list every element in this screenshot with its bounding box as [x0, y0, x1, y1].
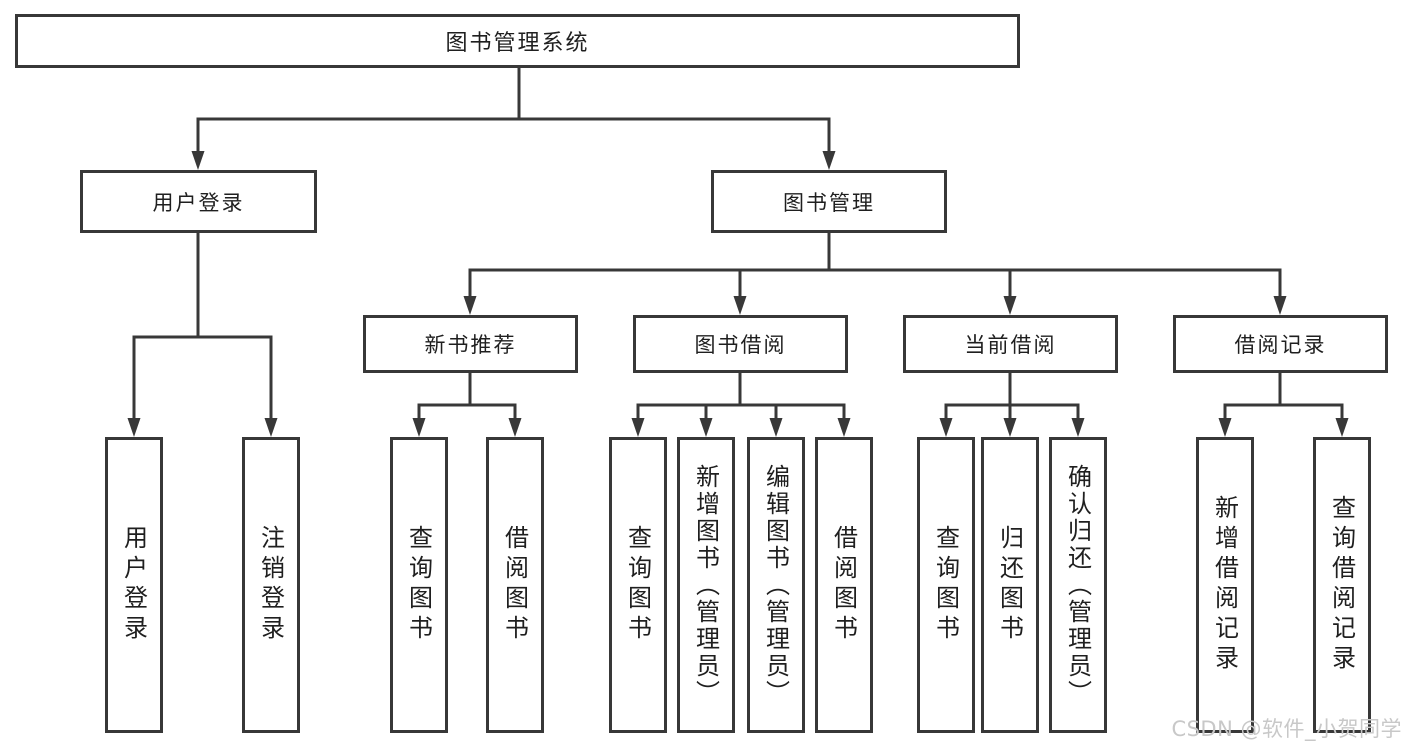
- arrow-down-icon: [769, 418, 783, 437]
- node-new-book-recommend: 新书推荐: [363, 315, 578, 373]
- arrow-down-icon: [1335, 418, 1349, 437]
- connector-user-login: [127, 233, 278, 437]
- node-leaf-edit-book-admin: 编辑图书（管理员）: [747, 437, 805, 733]
- arrow-down-icon: [412, 418, 426, 437]
- node-leaf-logout: 注销登录: [242, 437, 300, 733]
- arrow-down-icon: [837, 418, 851, 437]
- arrow-down-icon: [733, 296, 747, 315]
- node-leaf-query-borrow-record: 查询借阅记录: [1313, 437, 1371, 733]
- arrow-down-icon: [463, 296, 477, 315]
- arrow-down-icon: [264, 418, 278, 437]
- arrow-down-icon: [939, 418, 953, 437]
- arrow-down-icon: [1003, 418, 1017, 437]
- node-leaf-add-book-admin: 新增图书（管理员）: [677, 437, 735, 733]
- arrow-down-icon: [1273, 296, 1287, 315]
- arrow-down-icon: [1218, 418, 1232, 437]
- connector-root: [191, 68, 836, 170]
- csdn-watermark: CSDN @软件_小贺同学: [1171, 717, 1402, 741]
- node-leaf-query-books-2: 查询图书: [609, 437, 667, 733]
- arrow-down-icon: [1071, 418, 1085, 437]
- node-book-management-system: 图书管理系统: [15, 14, 1020, 68]
- node-leaf-borrow-books-1: 借阅图书: [486, 437, 544, 733]
- node-leaf-query-books-1: 查询图书: [390, 437, 448, 733]
- arrow-down-icon: [822, 151, 836, 170]
- node-leaf-query-books-3: 查询图书: [917, 437, 975, 733]
- node-book-borrow: 图书借阅: [633, 315, 848, 373]
- arrow-down-icon: [508, 418, 522, 437]
- arrow-down-icon: [191, 151, 205, 170]
- arrow-down-icon: [127, 418, 141, 437]
- connector-current-borrow: [939, 373, 1085, 437]
- arrow-down-icon: [699, 418, 713, 437]
- node-leaf-user-login: 用户登录: [105, 437, 163, 733]
- connector-new-book-recommend: [412, 373, 522, 437]
- node-user-login: 用户登录: [80, 170, 317, 233]
- connector-book-management: [463, 233, 1287, 315]
- connector-book-borrow: [631, 373, 851, 437]
- node-leaf-borrow-books-2: 借阅图书: [815, 437, 873, 733]
- node-book-management: 图书管理: [711, 170, 947, 233]
- node-leaf-add-borrow-record: 新增借阅记录: [1196, 437, 1254, 733]
- node-leaf-return-book: 归还图书: [981, 437, 1039, 733]
- node-current-borrow: 当前借阅: [903, 315, 1118, 373]
- node-leaf-confirm-return-admin: 确认归还（管理员）: [1049, 437, 1107, 733]
- arrow-down-icon: [1003, 296, 1017, 315]
- connector-borrow-records: [1218, 373, 1349, 437]
- arrow-down-icon: [631, 418, 645, 437]
- node-borrow-records: 借阅记录: [1173, 315, 1388, 373]
